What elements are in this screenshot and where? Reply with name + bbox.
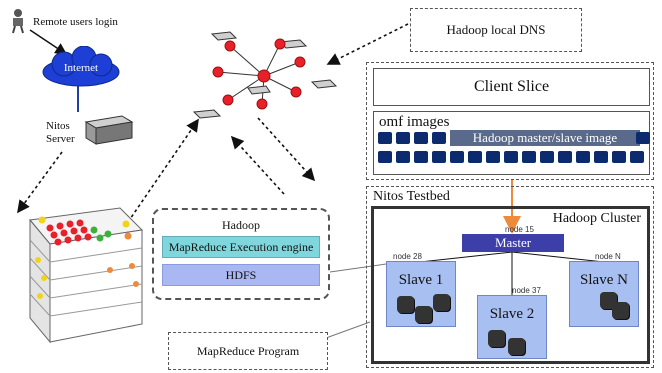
slave1-node-label: node 28 (393, 252, 422, 261)
server-cube-icon (488, 330, 505, 347)
slave2-node-label: node 37 (512, 286, 541, 295)
omf-images-title: omf images (379, 114, 450, 130)
master-slave1-line (419, 251, 513, 263)
hadoop-cluster-title: Hadoop Cluster (552, 211, 641, 226)
omf-image-square (636, 132, 650, 144)
remote-users-label: Remote users login (33, 16, 118, 28)
mapreduce-engine-label: MapReduce Execution engine (168, 239, 314, 254)
testbed-building-illustration (29, 207, 144, 344)
dns-network-arrow (326, 23, 409, 65)
hadoop-local-dns-box: Hadoop local DNS (410, 8, 582, 52)
omf-image-square (558, 151, 572, 163)
master-slaven-line (511, 251, 605, 263)
omf-image-square (576, 151, 590, 163)
hdfs-box: HDFS (162, 264, 320, 286)
hadoop-cluster-box: Hadoop Cluster (371, 206, 650, 364)
dns-label: Hadoop local DNS (446, 22, 546, 37)
nitos-server-label: Nitos Server (46, 120, 75, 145)
master-label: Master (494, 235, 532, 250)
omf-image-square (522, 151, 536, 163)
user-login-arrow (29, 29, 68, 55)
internet-label: Internet (63, 62, 99, 74)
omf-image-square (396, 132, 410, 144)
hadoop-box: Hadoop MapReduce Execution engine HDFS (152, 208, 330, 300)
nitos-testbed-container: Nitos Testbed (366, 186, 654, 368)
slave-n-label: Slave N (580, 272, 628, 288)
network-cluster-icon (192, 31, 338, 119)
slaven-node-label: node N (595, 252, 621, 261)
omf-image-square (432, 151, 446, 163)
omf-image-square (468, 151, 482, 163)
server-cube-icon (433, 294, 450, 311)
nitos-testbed-title: Nitos Testbed (373, 189, 450, 204)
server-icon (84, 115, 134, 145)
omf-image-square (486, 151, 500, 163)
mapreduce-program-box: MapReduce Program (168, 332, 328, 370)
omf-image-square (504, 151, 518, 163)
building-network-arrow (127, 118, 199, 223)
master-node-label: node 15 (505, 225, 534, 234)
omf-image-square (414, 151, 428, 163)
omf-image-square (594, 151, 608, 163)
server-cube-icon (612, 302, 629, 319)
omf-image-square (540, 151, 554, 163)
client-slice-label: Client Slice (473, 78, 550, 95)
server-cube-icon (397, 296, 414, 313)
omf-image-square (378, 151, 392, 163)
omf-image-square (432, 132, 446, 144)
person-icon (12, 9, 24, 34)
slave-1-box: Slave 1 (386, 261, 456, 327)
omf-image-square (612, 151, 626, 163)
hdfs-slave-link (329, 263, 387, 273)
omf-image-square (396, 151, 410, 163)
slave-2-box: Slave 2 (477, 295, 547, 359)
server-cube-icon (508, 338, 525, 355)
slave-n-box: Slave N (569, 261, 639, 327)
program-testbed-link (325, 321, 371, 339)
slave-1-label: Slave 1 (398, 272, 444, 288)
internet-cloud-icon (42, 46, 120, 87)
hadoop-title: Hadoop (222, 218, 260, 232)
omf-image-square (630, 151, 644, 163)
mapreduce-engine-box: MapReduce Execution engine (162, 236, 320, 258)
omf-image-square (414, 132, 428, 144)
server-cube-icon (415, 306, 432, 323)
server-building-arrow (17, 151, 63, 214)
hadoop-image-label: Hadoop master/slave image (450, 130, 640, 146)
slave-2-label: Slave 2 (489, 306, 535, 322)
network-hadoop-arrow (257, 117, 316, 182)
master-box: Master (462, 234, 564, 252)
omf-image-square (378, 132, 392, 144)
hdfs-label: HDFS (225, 267, 257, 282)
client-slice-box: Client Slice (373, 68, 650, 106)
mapreduce-program-label: MapReduce Program (196, 343, 300, 358)
omf-image-square (450, 151, 464, 163)
hadoop-network-arrow (230, 135, 285, 195)
